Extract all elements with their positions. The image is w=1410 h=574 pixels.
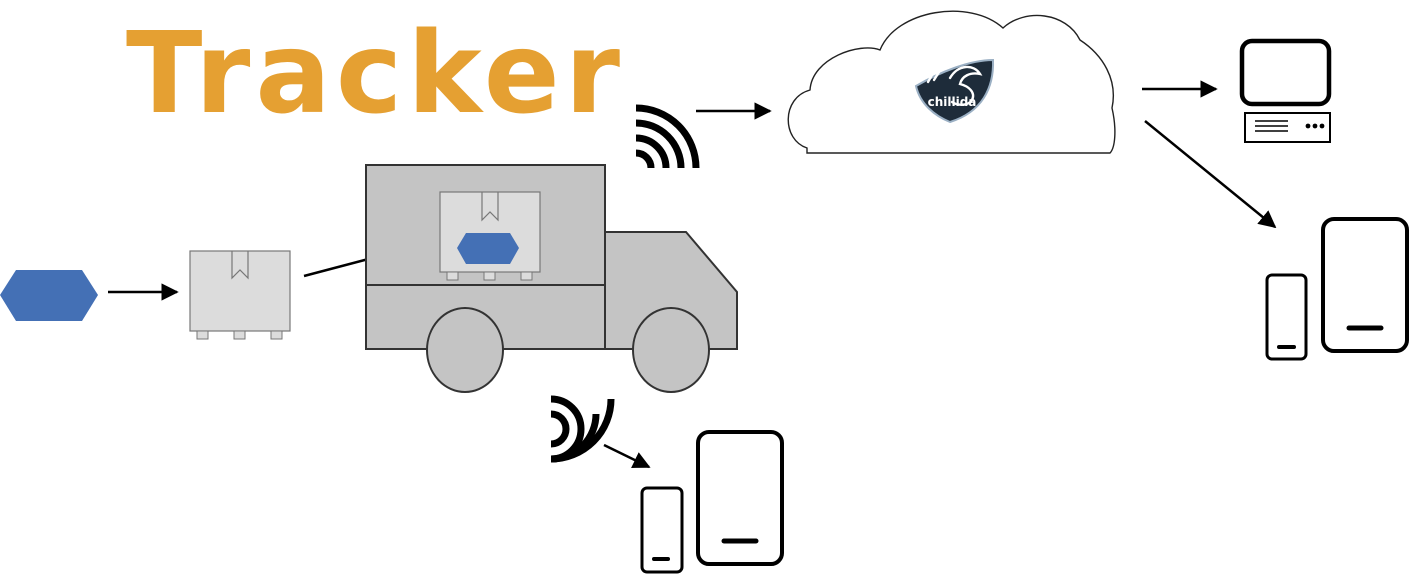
wireless-signal-icon-bottom-upper: [550, 395, 585, 430]
arrow-cloud-to-mobile: [1144, 120, 1277, 229]
truck-tracker-tag-icon: [457, 233, 519, 264]
smartphone-icon-bottom: [640, 486, 684, 574]
desktop-computer-icon: [1239, 38, 1332, 143]
truck-package-icon: [439, 191, 541, 281]
tablet-icon-bottom: [696, 430, 784, 566]
page-title: Tracker: [126, 9, 625, 139]
chillida-logo-text: chillida: [928, 95, 977, 109]
tablet-icon: [1321, 217, 1409, 353]
package-box-icon: [189, 250, 291, 340]
wireless-signal-icon: [635, 104, 700, 169]
tracker-tag-icon: [0, 270, 98, 321]
delivery-truck-icon: [365, 164, 738, 393]
arrow-signal-to-devices: [603, 443, 651, 469]
chillida-logo-icon: chillida: [914, 58, 995, 124]
wireless-signal-icon-bottom: [550, 398, 615, 463]
smartphone-icon: [1265, 273, 1308, 361]
